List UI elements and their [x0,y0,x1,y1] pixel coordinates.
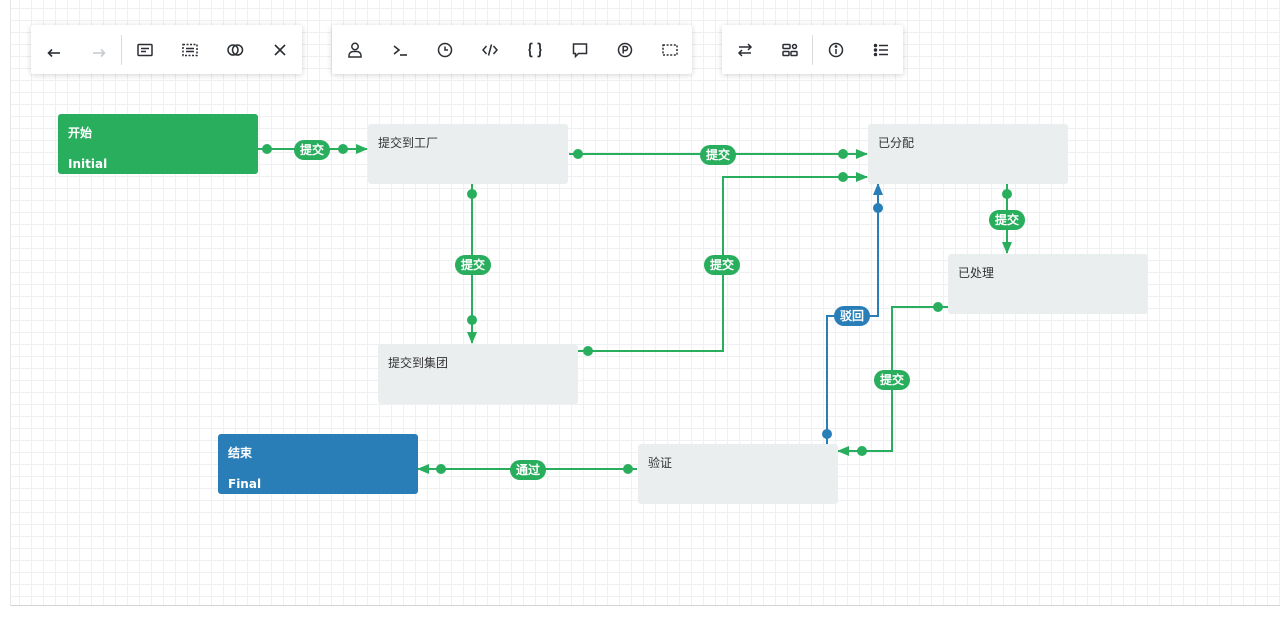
parking-icon[interactable] [602,25,647,74]
terminal-icon[interactable] [377,25,422,74]
edge-label-verify-end[interactable]: 通过 [509,460,547,480]
edge-label-processed-verify[interactable]: 提交 [873,370,911,390]
node-end[interactable]: 结束 Final [218,434,418,494]
node-title: 开始 [68,126,93,140]
edge-label-verify-assigned[interactable]: 驳回 [833,306,871,326]
node-title: 结束 [228,446,253,460]
undo-icon[interactable] [31,25,76,74]
comment-icon[interactable] [557,25,602,74]
swap-icon[interactable] [722,25,767,74]
toolbar-edit [31,25,302,74]
edge-label-start-factory[interactable]: 提交 [293,140,331,160]
info-icon[interactable] [813,25,858,74]
node-processed[interactable]: 已处理 [948,254,1148,314]
node-assigned[interactable]: 已分配 [868,124,1068,184]
node-subtitle: Initial [68,157,108,171]
braces-icon[interactable] [512,25,557,74]
node-title: 提交到工厂 [378,136,439,150]
node-title: 已处理 [958,266,995,280]
edge-label-factory-assigned[interactable]: 提交 [699,145,737,165]
node-group[interactable]: 提交到集团 [378,344,578,404]
list-icon[interactable] [858,25,903,74]
selection-icon[interactable] [647,25,692,74]
edge-label-factory-group[interactable]: 提交 [454,255,492,275]
node-title: 已分配 [878,136,915,150]
toolbar-layout [722,25,903,74]
node-verify[interactable]: 验证 [638,444,838,504]
node-start[interactable]: 开始 Initial [58,114,258,174]
clock-icon[interactable] [422,25,467,74]
toolbar-divider [121,34,122,65]
redo-icon[interactable] [76,25,121,74]
edge-label-group-assigned[interactable]: 提交 [703,255,741,275]
node-icon[interactable] [122,25,167,74]
layout-icon[interactable] [767,25,812,74]
node-title: 提交到集团 [388,356,449,370]
dashed-node-icon[interactable] [167,25,212,74]
node-title: 验证 [648,456,673,470]
edge-label-assigned-processed[interactable]: 提交 [988,210,1026,230]
node-subtitle: Final [228,477,262,491]
toolbar-divider [812,34,813,65]
close-icon[interactable] [257,25,302,74]
toggle-icon[interactable] [212,25,257,74]
code-icon[interactable] [467,25,512,74]
node-factory[interactable]: 提交到工厂 [368,124,568,184]
toolbar-nodes [332,25,692,74]
user-icon[interactable] [332,25,377,74]
